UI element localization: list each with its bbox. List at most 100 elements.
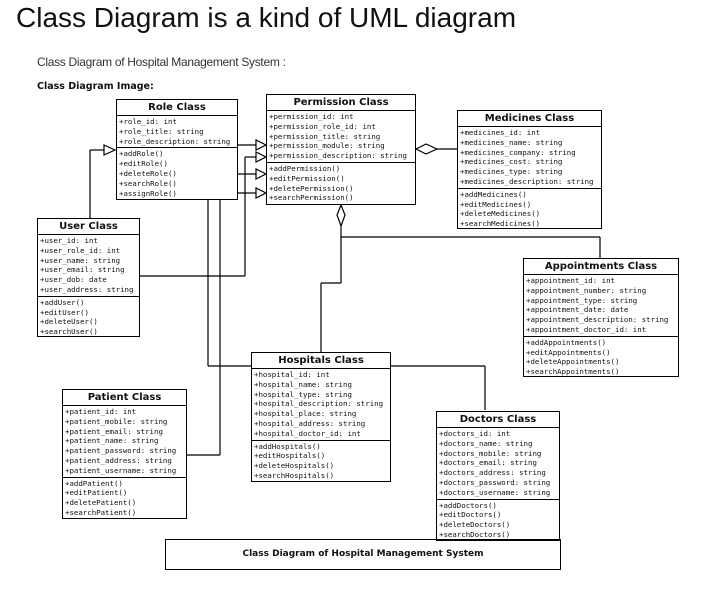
class-method: +editRole() xyxy=(119,159,168,169)
permission-class-title: Permission Class xyxy=(267,95,415,111)
role-class-box: Role Class +role_id: int +role_title: st… xyxy=(116,99,238,200)
class-method: +editHospitals() xyxy=(254,451,326,461)
class-attribute: +permission_role_id: int xyxy=(269,121,376,131)
medicines-class-attributes: +medicines_id: int +medicines_name: stri… xyxy=(458,127,601,188)
class-method: +searchHospitals() xyxy=(254,470,335,480)
doctors-class-box: Doctors Class +doctors_id: int +doctors_… xyxy=(436,411,560,541)
user-class-attributes: +user_id: int +user_role_id: int +user_n… xyxy=(38,235,139,296)
class-attribute: +user_id: int xyxy=(40,236,98,245)
class-attribute: +hospital_name: string xyxy=(254,379,352,389)
class-attribute: +doctors_address: string xyxy=(439,468,546,478)
class-method: +addPatient() xyxy=(65,478,123,488)
hospitals-class-title: Hospitals Class xyxy=(252,353,390,369)
class-attribute: +patient_username: string xyxy=(65,465,177,475)
class-method: +editUser() xyxy=(40,307,89,317)
patient-class-box: Patient Class +patient_id: int +patient_… xyxy=(62,389,187,519)
class-method: +searchUser() xyxy=(40,327,98,337)
class-method: +deleteAppointments() xyxy=(526,357,620,367)
class-method: +editPatient() xyxy=(65,488,128,498)
appointments-class-title: Appointments Class xyxy=(524,259,678,275)
class-attribute: +medicines_cost: string xyxy=(460,157,563,167)
class-attribute: +permission_description: string xyxy=(269,151,407,161)
class-method: +searchPatient() xyxy=(65,507,137,517)
role-class-methods: +addRole() +editRole() +deleteRole() +se… xyxy=(117,147,237,199)
class-attribute: +medicines_name: string xyxy=(460,137,563,147)
class-method: +editAppointments() xyxy=(526,347,611,357)
class-attribute: +medicines_description: string xyxy=(460,176,594,186)
medicines-class-title: Medicines Class xyxy=(458,111,601,127)
appointments-class-methods: +addAppointments() +editAppointments() +… xyxy=(524,335,678,378)
class-method: +searchPermission() xyxy=(269,193,354,203)
class-method: +addDoctors() xyxy=(439,500,497,510)
class-attribute: +patient_address: string xyxy=(65,455,172,465)
class-attribute: +hospital_type: string xyxy=(254,389,352,399)
class-attribute: +role_id: int xyxy=(119,117,177,126)
user-class-box: User Class +user_id: int +user_role_id: … xyxy=(37,218,140,337)
class-attribute: +appointment_date: date xyxy=(526,305,629,315)
class-attribute: +hospital_address: string xyxy=(254,418,366,428)
class-attribute: +user_role_id: int xyxy=(40,245,121,255)
class-attribute: +doctors_password: string xyxy=(439,477,551,487)
class-attribute: +appointment_doctor_id: int xyxy=(526,324,647,334)
class-method: +deletePermission() xyxy=(269,183,354,193)
role-class-attributes: +role_id: int +role_title: string +role_… xyxy=(117,116,237,147)
class-attribute: +patient_mobile: string xyxy=(65,416,168,426)
class-attribute: +appointment_number: string xyxy=(526,285,647,295)
class-attribute: +patient_password: string xyxy=(65,446,177,456)
class-attribute: +role_description: string xyxy=(119,136,231,146)
class-attribute: +appointment_type: string xyxy=(526,295,638,305)
appointments-class-attributes: +appointment_id: int +appointment_number… xyxy=(524,275,678,336)
diagram-footer-caption: Class Diagram of Hospital Management Sys… xyxy=(165,539,561,570)
class-attribute: +medicines_type: string xyxy=(460,167,563,177)
doctors-class-title: Doctors Class xyxy=(437,412,559,428)
role-class-title: Role Class xyxy=(117,100,237,116)
class-attribute: +user_dob: date xyxy=(40,275,107,285)
class-method: +deleteDoctors() xyxy=(439,520,511,530)
class-attribute: +doctors_email: string xyxy=(439,458,537,468)
permission-class-attributes: +permission_id: int +permission_role_id:… xyxy=(267,111,415,162)
class-method: +deleteRole() xyxy=(119,168,177,178)
class-method: +searchMedicines() xyxy=(460,219,541,229)
class-method: +addHospitals() xyxy=(254,441,321,451)
class-attribute: +permission_title: string xyxy=(269,131,381,141)
class-method: +deleteUser() xyxy=(40,317,98,327)
doctors-class-methods: +addDoctors() +editDoctors() +deleteDoct… xyxy=(437,498,559,541)
class-attribute: +patient_id: int xyxy=(65,407,137,416)
hospitals-class-box: Hospitals Class +hospital_id: int +hospi… xyxy=(251,352,391,482)
class-attribute: +hospital_place: string xyxy=(254,409,357,419)
class-attribute: +appointment_id: int xyxy=(526,276,615,285)
permission-class-methods: +addPermission() +editPermission() +dele… xyxy=(267,161,415,204)
class-attribute: +doctors_name: string xyxy=(439,438,533,448)
class-attribute: +medicines_company: string xyxy=(460,147,576,157)
class-attribute: +doctors_id: int xyxy=(439,429,511,438)
class-method: +addMedicines() xyxy=(460,189,527,199)
class-method: +searchRole() xyxy=(119,178,177,188)
class-method: +deleteMedicines() xyxy=(460,209,541,219)
class-attribute: +medicines_id: int xyxy=(460,128,541,137)
class-attribute: +permission_id: int xyxy=(269,112,354,121)
class-attribute: +permission_module: string xyxy=(269,141,385,151)
diagram-image-label: Class Diagram Image: xyxy=(37,81,154,92)
doctors-class-attributes: +doctors_id: int +doctors_name: string +… xyxy=(437,428,559,499)
class-attribute: +role_title: string xyxy=(119,126,204,136)
class-method: +assignRole() xyxy=(119,188,177,198)
class-attribute: +hospital_description: string xyxy=(254,399,384,409)
class-method: +deleteHospitals() xyxy=(254,461,335,471)
medicines-class-methods: +addMedicines() +editMedicines() +delete… xyxy=(458,187,601,230)
medicines-class-box: Medicines Class +medicines_id: int +medi… xyxy=(457,110,602,229)
class-attribute: +patient_email: string xyxy=(65,426,163,436)
class-attribute: +patient_name: string xyxy=(65,436,159,446)
user-class-title: User Class xyxy=(38,219,139,235)
class-attribute: +hospital_doctor_id: int xyxy=(254,428,361,438)
class-attribute: +appointment_description: string xyxy=(526,315,669,325)
class-method: +addAppointments() xyxy=(526,337,607,347)
patient-class-methods: +addPatient() +editPatient() +deletePati… xyxy=(63,476,186,519)
hospitals-class-methods: +addHospitals() +editHospitals() +delete… xyxy=(252,439,390,482)
class-method: +editMedicines() xyxy=(460,199,532,209)
patient-class-title: Patient Class xyxy=(63,390,186,406)
hospitals-class-attributes: +hospital_id: int +hospital_name: string… xyxy=(252,369,390,440)
patient-class-attributes: +patient_id: int +patient_mobile: string… xyxy=(63,406,186,477)
permission-class-box: Permission Class +permission_id: int +pe… xyxy=(266,94,416,205)
class-method: +addPermission() xyxy=(269,163,341,173)
class-method: +addUser() xyxy=(40,297,85,307)
